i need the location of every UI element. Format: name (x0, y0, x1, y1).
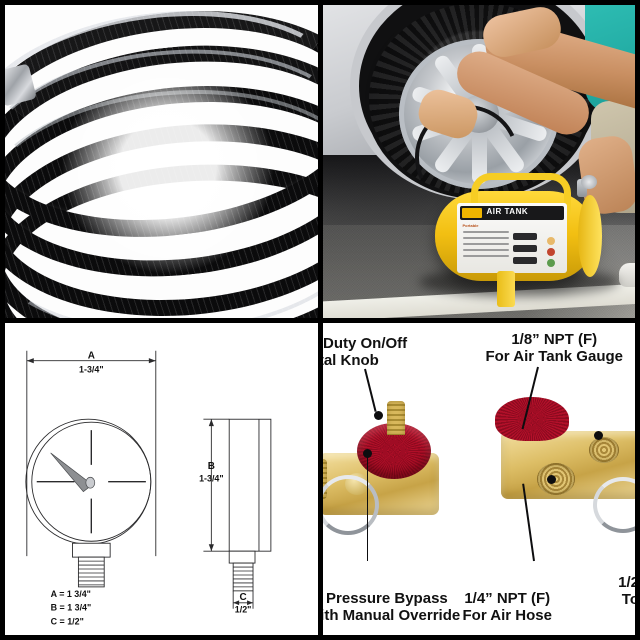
hose-port-1-4-npt (536, 462, 575, 495)
legend-line-c: C = 1/2" (51, 616, 84, 626)
label-chip (512, 233, 537, 240)
portable-air-tank: AIR TANK Portable (434, 173, 602, 307)
person-shoe (618, 263, 635, 287)
callout-hose-port: 1/4” NPT (F) For Air Hose (463, 590, 552, 625)
valve-assembly-right (485, 396, 635, 533)
dim-value-c: 1/2" (235, 604, 252, 614)
arrow-head-left (26, 357, 34, 363)
leader-dot-gauge-port (593, 430, 603, 440)
label-chip (512, 257, 537, 264)
panel-tire-inflation-photo: AIR TANK Portable (322, 5, 635, 318)
leader-dot-bypass (362, 448, 372, 458)
gauge-needle-hub (85, 476, 96, 489)
thread-grooves-side (233, 566, 254, 587)
leader-dot-knob (373, 410, 383, 420)
gauge-inner-bezel (31, 421, 152, 542)
on-off-knob-right (494, 396, 569, 441)
callout-gauge-port: 1/8” NPT (F) For Air Tank Gauge (485, 331, 623, 366)
callout-gauge-port-line2: For Air Tank Gauge (485, 348, 623, 366)
label-text-line (462, 255, 509, 257)
dim-value-b: 1-3/4" (199, 473, 224, 483)
label-text-line (462, 243, 509, 245)
valve-stem-left (386, 400, 405, 435)
arrow-head-right (148, 357, 156, 363)
callout-hose-port-line2: For Air Hose (462, 607, 552, 625)
air-tank-label: AIR TANK Portable (456, 203, 567, 273)
label-dot (546, 248, 555, 256)
dim-letter-b: B (208, 460, 215, 471)
panel-air-hose (5, 5, 318, 318)
brass-male-thread-left (322, 458, 327, 499)
legend-line-a: A = 1 3/4" (51, 588, 91, 598)
gauge-stem-collar (72, 542, 111, 558)
air-tank-label-title: AIR TANK (486, 207, 529, 216)
dim-value-a: 1-3/4" (79, 364, 104, 374)
callout-tank-port: 1/2 To (618, 574, 635, 609)
callout-tank-port-line1: 1/2 (618, 573, 635, 591)
dim-letter-a: A (88, 350, 95, 361)
air-hose-illustration (5, 5, 318, 318)
arrow-head-c-left (233, 599, 240, 605)
thread-grooves-front (78, 560, 105, 585)
gauge-side-body (228, 418, 272, 552)
gauge-port-1-8-npt (588, 436, 619, 463)
callout-hose-port-line1: 1/4” NPT (F) (464, 589, 551, 607)
panel-gauge-drawing: A 1-3/4" B 1-3/4" C 1/2" A = 1 3/4" B = … (5, 322, 318, 635)
valve-assembly-left (322, 400, 457, 535)
leader-line-knob (363, 368, 376, 412)
air-tank-label-header (459, 206, 564, 220)
label-dot (546, 237, 555, 245)
arrow-head-c-right (247, 599, 254, 605)
pull-ring-right (592, 476, 635, 533)
air-tank-handle (470, 173, 571, 214)
label-dot (546, 259, 555, 267)
pull-ring-left (322, 474, 379, 535)
label-text-line (462, 237, 509, 239)
callout-knob: y Duty On/Off etal Knob (323, 335, 408, 370)
gauge-side-thread (232, 562, 254, 591)
leader-line-bypass (366, 452, 369, 561)
arrow-head-b-top (208, 418, 214, 426)
callout-knob-line1: y Duty On/Off (323, 334, 408, 352)
air-tank-label-subtitle: Portable (462, 223, 479, 228)
air-tank-foot (496, 271, 515, 307)
callout-knob-line2: etal Knob (323, 352, 379, 370)
gauge-stem-thread (77, 556, 105, 587)
callout-bypass-line1: ty Pressure Bypass (323, 589, 448, 607)
air-tank-gauge (580, 175, 597, 189)
callout-gauge-port-line1: 1/8” NPT (F) (511, 330, 598, 348)
air-tank-end-cap (577, 195, 602, 277)
arrow-head-b-bottom (208, 543, 214, 551)
label-chip (512, 245, 537, 252)
callout-bypass: ty Pressure Bypass with Manual Override (323, 590, 461, 625)
leader-dot-hose-port (546, 474, 556, 484)
gauge-needle (50, 452, 93, 492)
callout-bypass-line2: with Manual Override (322, 607, 461, 625)
label-text-line (462, 249, 509, 251)
dim-letter-c: C (240, 591, 247, 602)
air-tank-valve (576, 179, 587, 197)
panel-valve-callouts: y Duty On/Off etal Knob 1/8” NPT (F) For… (322, 322, 635, 635)
gauge-dimension-svg: A 1-3/4" B 1-3/4" C 1/2" A = 1 3/4" B = … (25, 350, 272, 626)
legend-line-b: B = 1 3/4" (51, 602, 92, 612)
gauge-side-collar (228, 550, 256, 564)
brand-logo-icon (461, 208, 482, 218)
label-text-line (462, 231, 509, 233)
callout-tank-port-line2: To (621, 591, 635, 609)
